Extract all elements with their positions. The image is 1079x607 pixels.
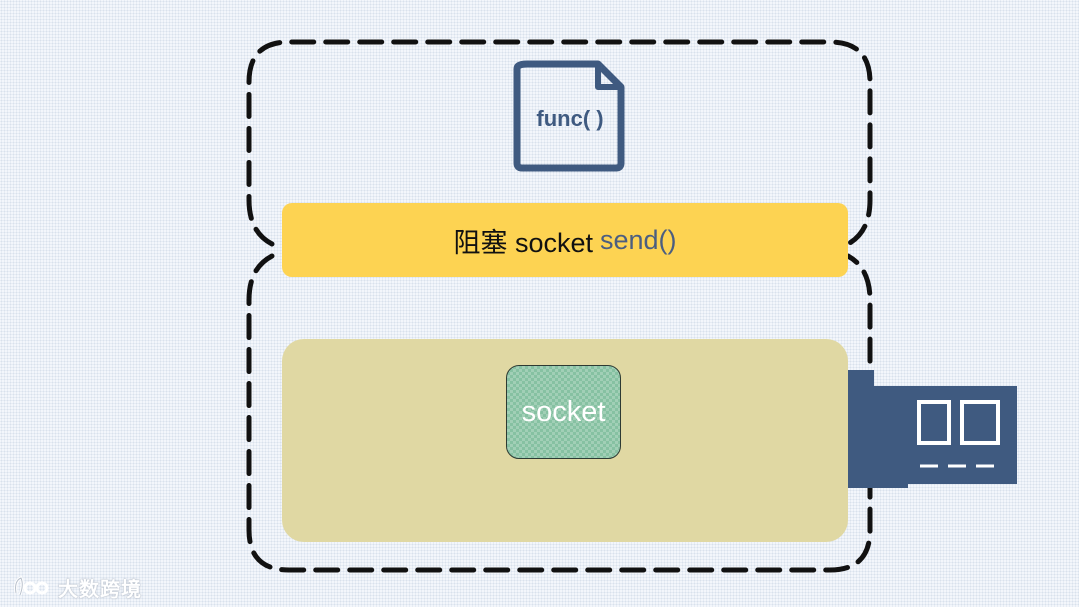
network-card-icon xyxy=(848,370,1017,488)
document-icon: func( ) xyxy=(513,60,625,172)
watermark-text: 大数跨境 xyxy=(58,578,142,601)
watermark: 大数跨境 xyxy=(12,572,142,602)
user-space-dashed-border xyxy=(246,39,873,247)
brand-logo-icon xyxy=(14,576,49,596)
socket-box: socket xyxy=(506,365,621,459)
blocking-socket-label: 阻塞 socket xyxy=(453,227,593,258)
blocking-send-bar: 阻塞 socket send() xyxy=(282,203,848,277)
send-function-label: send() xyxy=(600,224,677,255)
func-label: func( ) xyxy=(536,106,603,131)
kernel-space-dashed-border xyxy=(246,253,873,573)
socket-label: socket xyxy=(521,395,606,428)
